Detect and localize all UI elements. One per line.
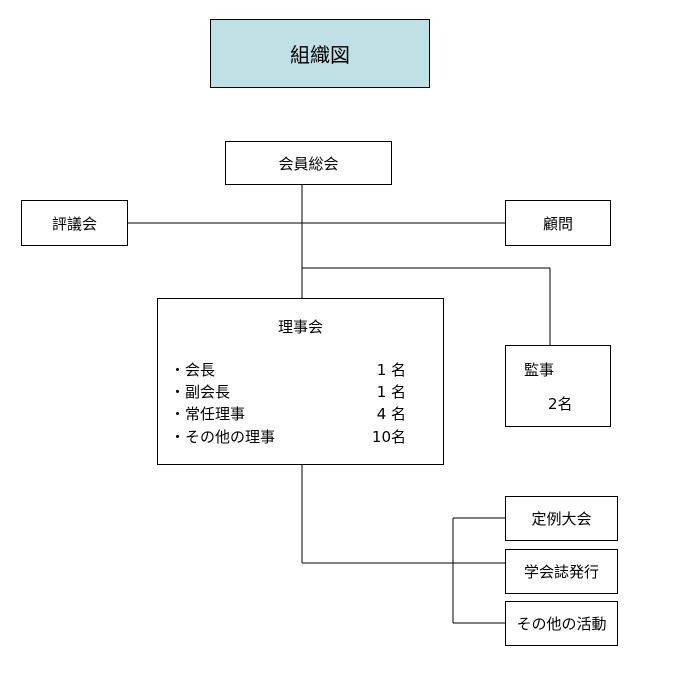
- member-role: ・常任理事: [170, 405, 246, 423]
- general-assembly-label: 会員総会: [278, 154, 339, 173]
- advisor-box: 顧問: [505, 200, 611, 246]
- member-count: 4 名: [376, 405, 406, 423]
- member-count: 10名: [371, 428, 406, 446]
- activity-other-box: その他の活動: [505, 601, 618, 646]
- member-role: ・その他の理事: [170, 428, 276, 446]
- chart-title-box: 組織図: [210, 19, 430, 88]
- auditor-title: 監事: [524, 361, 555, 379]
- board-box: 理事会 ・会長 1 名 ・副会長 1 名 ・常任理事 4 名 ・その他の理事 1…: [157, 298, 444, 465]
- auditor-count: 2名: [548, 395, 573, 413]
- council-label: 評議会: [51, 214, 97, 233]
- general-assembly-box: 会員総会: [225, 141, 392, 185]
- member-count: 1 名: [376, 383, 406, 401]
- member-role: ・副会長: [170, 383, 231, 401]
- activity-label: その他の活動: [516, 615, 607, 633]
- chart-title: 組織図: [290, 43, 350, 67]
- board-member-row: ・常任理事 4 名: [170, 403, 430, 423]
- activity-journal-box: 学会誌発行: [505, 549, 618, 594]
- advisor-label: 顧問: [542, 214, 573, 233]
- board-member-row: ・会長 1 名: [170, 359, 430, 379]
- board-member-row: ・副会長 1 名: [170, 381, 430, 401]
- activity-label: 定例大会: [531, 510, 592, 528]
- board-member-row: ・その他の理事 10名: [170, 426, 430, 446]
- member-role: ・会長: [170, 361, 216, 379]
- activity-regular-conference-box: 定例大会: [505, 496, 618, 541]
- auditor-box: 監事 2名: [505, 345, 611, 427]
- activity-label: 学会誌発行: [523, 563, 599, 581]
- board-title: 理事会: [277, 318, 323, 336]
- member-count: 1 名: [376, 361, 406, 379]
- council-box: 評議会: [21, 200, 128, 246]
